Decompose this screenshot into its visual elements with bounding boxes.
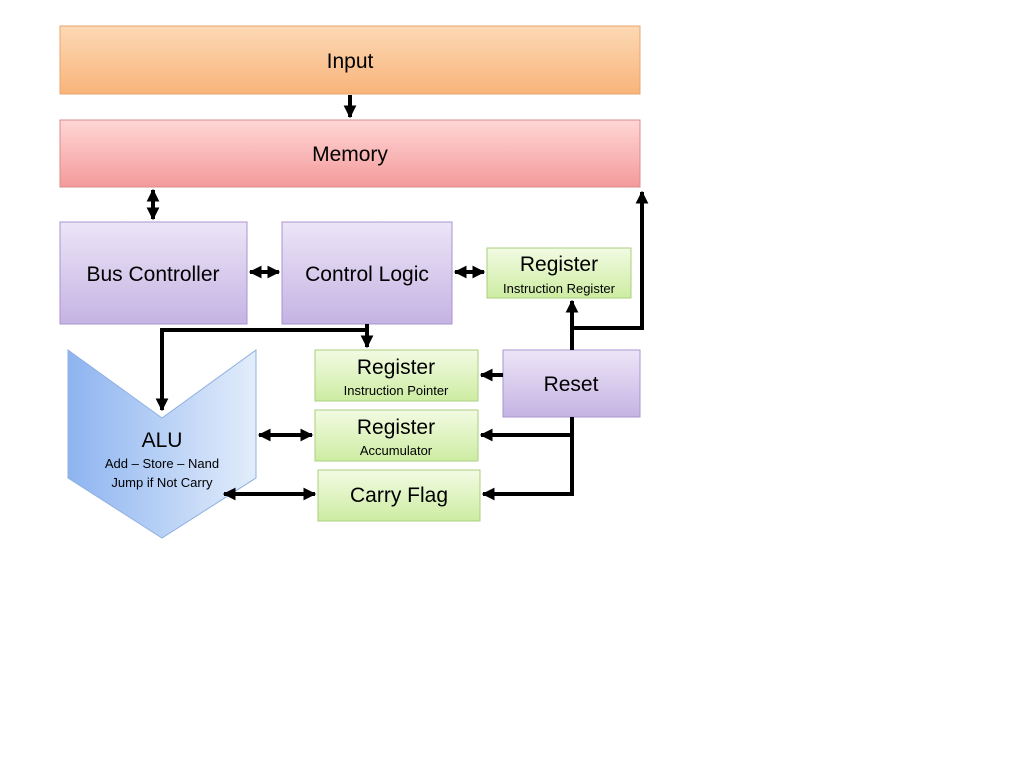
carry-flag-block: Carry Flag	[317, 469, 481, 522]
alu-block: ALU Add – Store – Nand Jump if Not Carry	[67, 349, 257, 539]
instruction-pointer-title: Register	[357, 356, 435, 379]
input-block: Input	[59, 25, 641, 95]
reset-to-carry-flag-arrow	[481, 433, 574, 501]
instruction-register-block: Register Instruction Register	[486, 247, 632, 299]
control-logic-to-alu-arrow	[155, 328, 367, 412]
instruction-pointer-block: Register Instruction Pointer	[314, 349, 479, 402]
alu-label: ALU	[142, 429, 183, 452]
bus-controller-label: Bus Controller	[86, 263, 219, 286]
instruction-register-title: Register	[520, 253, 598, 276]
reset-label: Reset	[544, 373, 599, 396]
input-label: Input	[327, 50, 374, 73]
control-logic-block: Control Logic	[281, 221, 453, 325]
accumulator-block: Register Accumulator	[314, 409, 479, 462]
alu-ops-line2: Jump if Not Carry	[111, 475, 213, 490]
accumulator-sublabel: Accumulator	[360, 443, 433, 458]
reset-block: Reset	[502, 349, 641, 418]
reset-to-memory-arrow	[570, 190, 649, 350]
control-logic-label: Control Logic	[305, 263, 429, 286]
accumulator-title: Register	[357, 416, 435, 439]
reset-to-accumulator-arrow	[479, 417, 574, 442]
instruction-register-sublabel: Instruction Register	[503, 281, 616, 296]
bus-controller-block: Bus Controller	[59, 221, 248, 325]
instruction-pointer-sublabel: Instruction Pointer	[344, 383, 449, 398]
alu-ops-line1: Add – Store – Nand	[105, 456, 219, 471]
memory-label: Memory	[312, 143, 388, 166]
carry-flag-label: Carry Flag	[350, 484, 448, 507]
memory-block: Memory	[59, 119, 641, 188]
